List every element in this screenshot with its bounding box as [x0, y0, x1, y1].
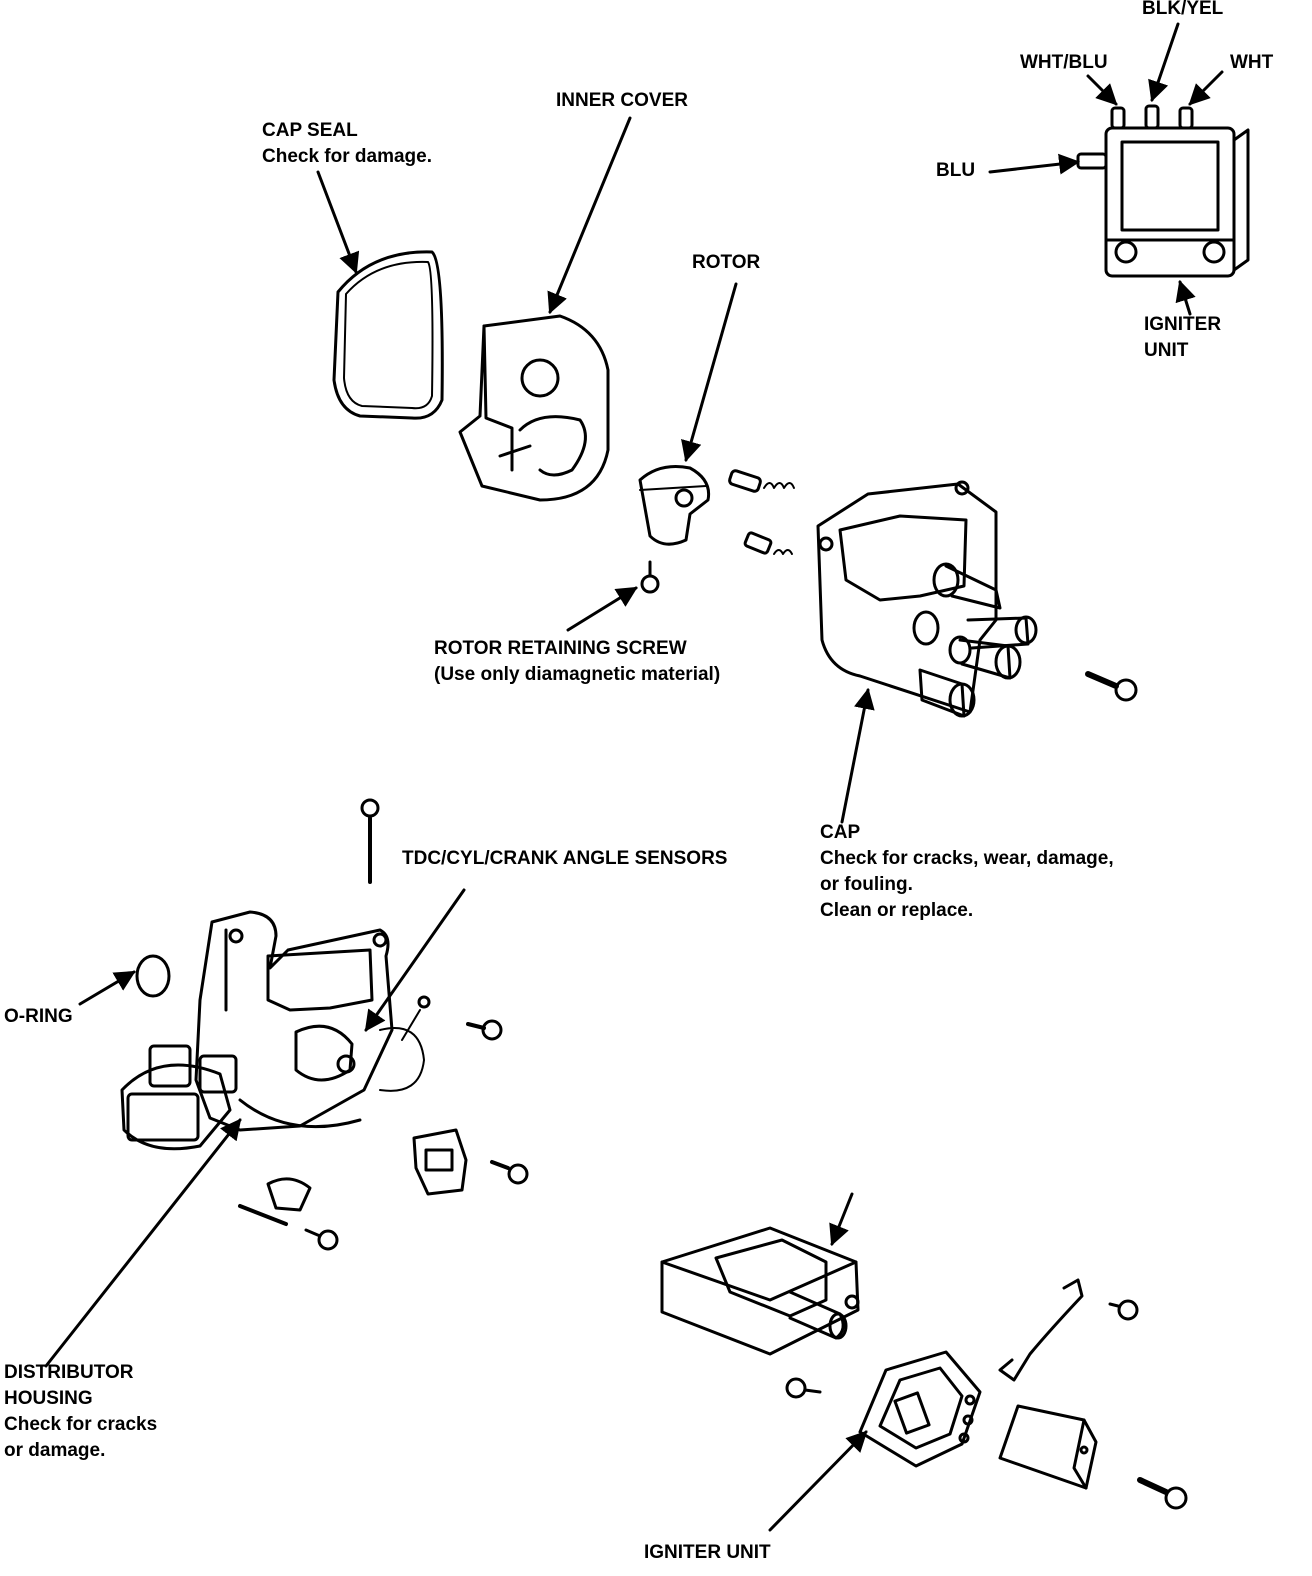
cap-note-1: Check for cracks, wear, damage, [820, 848, 1114, 869]
distributor-cap [816, 480, 1038, 718]
igniter-bottom-label: IGNITER UNIT [644, 1540, 771, 1566]
inner-cover-leader [547, 116, 632, 314]
housing-note-1: Check for cracks [4, 1414, 158, 1435]
o-ring-label: O-RING [4, 1004, 73, 1030]
rotor-screw-note: (Use only diamagnetic material) [434, 664, 721, 685]
wire-blu-label: BLU [936, 160, 976, 181]
ground-strap [998, 1278, 1084, 1382]
sensors-title: TDC/CYL/CRANK ANGLE SENSORS [402, 848, 728, 869]
wire-wht-blu-label: WHT/BLU [1020, 52, 1108, 73]
cap-seal [332, 250, 444, 420]
wire-blk-yel-label: BLK/YEL [1142, 0, 1224, 19]
distributor-housing [120, 910, 431, 1151]
carbon-brush [743, 531, 793, 555]
housing-leader [44, 1118, 242, 1368]
igniter-inset-title-1: IGNITER [1144, 314, 1222, 335]
o-ring-leader [78, 970, 136, 1006]
igniter-bottom-title: IGNITER UNIT [644, 1542, 771, 1563]
igniter-inset-title-2: UNIT [1144, 340, 1189, 361]
cap-note-2: or fouling. [820, 874, 913, 895]
housing-bolt-2 [490, 1160, 529, 1185]
sensor-bolt [360, 798, 380, 884]
cap-seal-title: CAP SEAL [262, 120, 358, 141]
o-ring-title: O-RING [4, 1006, 73, 1027]
igniter-unit-inset [1076, 104, 1250, 278]
cap-note-3: Clean or replace. [820, 900, 974, 921]
inner-cover-title: INNER COVER [556, 90, 688, 111]
housing-title-2: HOUSING [4, 1388, 93, 1409]
cap-spring-pin [728, 469, 795, 493]
cap-leader [840, 687, 875, 824]
igniter-inset-label: IGNITER UNIT [1144, 312, 1221, 364]
igniter-unit-part [858, 1350, 982, 1468]
rotor-screw-label: ROTOR RETAINING SCREW (Use only diamagne… [434, 636, 720, 688]
ignition-coil [660, 1226, 860, 1356]
sensors-leader [364, 888, 466, 1032]
inset-leader-lines [988, 22, 1224, 316]
sensors-label: TDC/CYL/CRANK ANGLE SENSORS [402, 846, 727, 872]
rotor-label: ROTOR [692, 250, 760, 276]
rotor-screw-title: ROTOR RETAINING SCREW [434, 638, 687, 659]
housing-label: DISTRIBUTOR HOUSING Check for cracks or … [4, 1360, 157, 1464]
rotor [638, 465, 711, 546]
cap-seal-note: Check for damage. [262, 146, 432, 167]
igniter-bottom-leader [768, 1430, 868, 1532]
coil-nut [1108, 1299, 1139, 1321]
wire-wht-label: WHT [1230, 52, 1274, 73]
rotor-leader [681, 282, 738, 463]
rotor-retaining-screw [640, 560, 660, 594]
cap-bolt [1085, 671, 1138, 702]
inner-cover [458, 314, 610, 502]
igniter-cover [998, 1404, 1098, 1490]
rotor-title: ROTOR [692, 252, 761, 273]
clamp-and-screw [238, 1177, 339, 1251]
cap-seal-label: CAP SEAL Check for damage. [262, 118, 432, 170]
cap-title: CAP [820, 822, 861, 843]
housing-bolt-1 [466, 1019, 503, 1041]
igniter-nut [785, 1377, 822, 1399]
coil-leader [829, 1192, 854, 1246]
cap-seal-leader [316, 170, 360, 274]
rotor-screw-leader [566, 586, 638, 632]
cover-bolt [1137, 1477, 1188, 1510]
inner-cover-label: INNER COVER [556, 88, 688, 114]
housing-title-1: DISTRIBUTOR [4, 1362, 134, 1383]
cap-label: CAP Check for cracks, wear, damage, or f… [820, 820, 1114, 924]
housing-note-2: or damage. [4, 1440, 106, 1461]
sensor-bracket [412, 1128, 468, 1196]
o-ring-part [135, 954, 171, 998]
